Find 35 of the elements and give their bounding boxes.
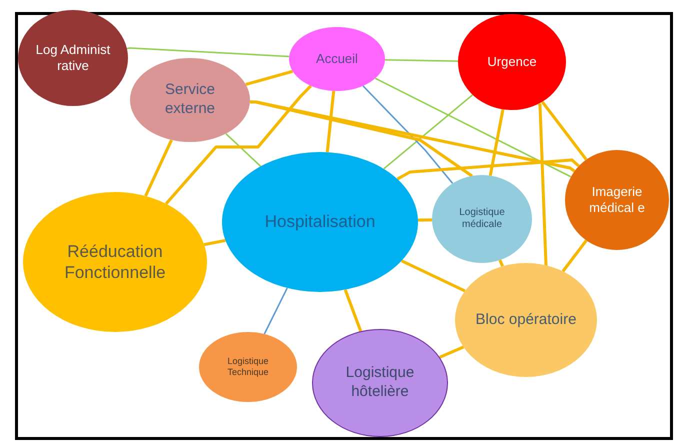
connector-line — [439, 346, 464, 359]
node-label: Log Administ rative — [34, 42, 112, 74]
connector-line — [264, 288, 288, 334]
connector-line — [383, 94, 474, 170]
connector-line — [541, 100, 588, 161]
connector-line — [245, 70, 294, 86]
node-label: Logistique hôtelière — [344, 364, 416, 402]
node-label: Urgence — [487, 54, 537, 70]
connector-line — [344, 289, 362, 332]
connector-line — [418, 218, 432, 222]
connector-line — [225, 133, 262, 167]
connector-line — [538, 102, 548, 268]
connector-line — [326, 90, 336, 152]
connector-line — [204, 238, 226, 246]
connector-line — [164, 84, 312, 205]
connector-line — [362, 85, 454, 184]
connector-line — [488, 109, 504, 176]
node-label: Logistique Technique — [226, 356, 270, 378]
node-label: Imagerie médical e — [588, 184, 646, 216]
connector-line — [126, 47, 290, 58]
node-label: Hospitalisation — [264, 211, 376, 233]
node-label: Accueil — [316, 50, 358, 68]
connector-line — [396, 158, 580, 180]
connector-line — [144, 139, 173, 197]
connector-line — [498, 259, 504, 267]
node-label: Bloc opératoire — [476, 310, 576, 330]
connector-line — [384, 59, 458, 62]
node-ellipse — [18, 10, 128, 106]
node-label: Service externe — [164, 81, 216, 119]
node-label: Rééducation Fonctionnelle — [63, 240, 167, 284]
node-label: Logistique médicale — [458, 206, 506, 232]
connector-line — [562, 240, 588, 272]
connector-line — [374, 78, 572, 178]
connector-line — [400, 259, 466, 292]
connector-line — [250, 100, 474, 178]
